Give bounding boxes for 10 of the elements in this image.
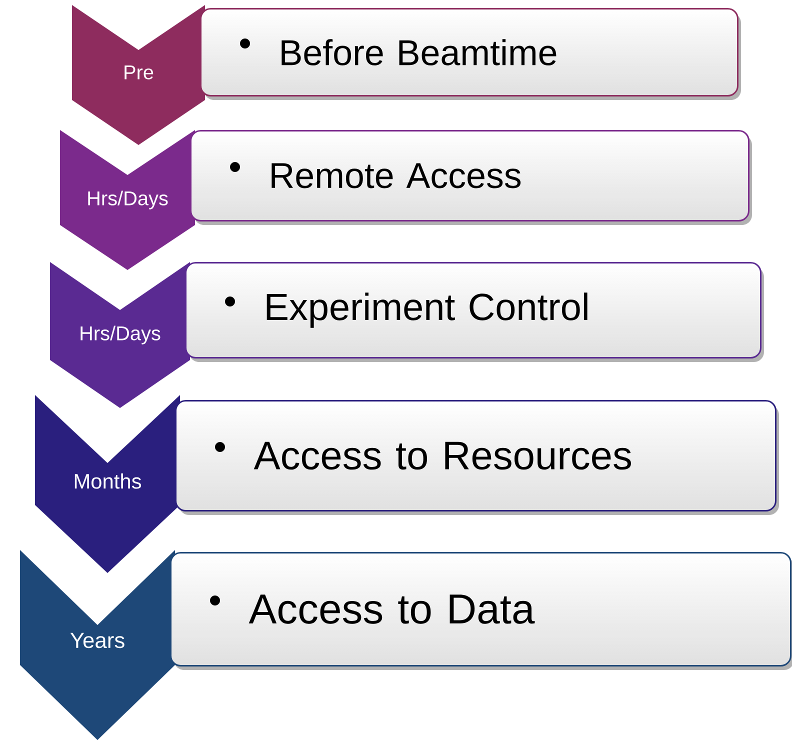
stage-banner: Months — [35, 395, 180, 573]
text-box: Before Beamtime — [200, 8, 738, 96]
text-box: Remote Access — [190, 130, 750, 222]
stage-banner: Hrs/Days — [50, 262, 190, 408]
text-box: Experiment Control — [185, 262, 762, 358]
stage-banner: Years — [20, 550, 175, 740]
text-box: Access to Resources — [175, 400, 776, 512]
stage-banner: Hrs/Days — [60, 130, 195, 270]
stage-banner: Pre — [72, 5, 205, 145]
text-box: Access to Data — [170, 552, 792, 666]
